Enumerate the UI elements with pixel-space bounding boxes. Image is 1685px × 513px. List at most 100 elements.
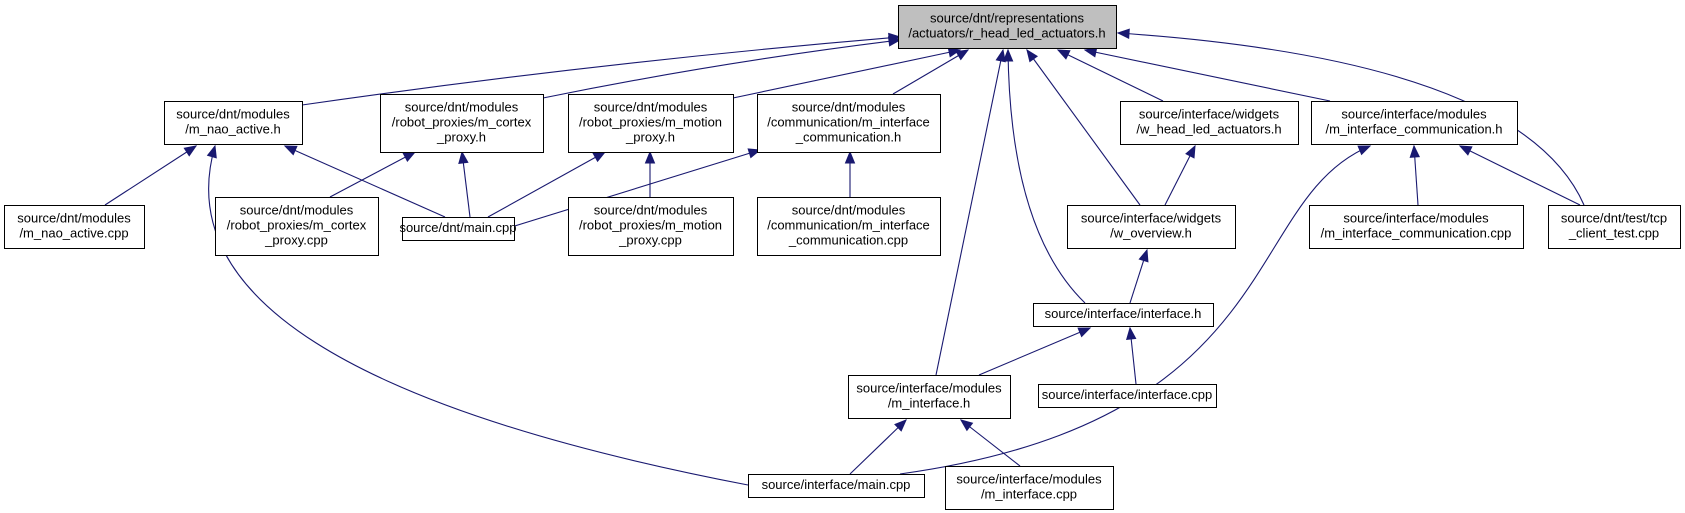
arrowhead-icon <box>1126 326 1137 340</box>
edge-line <box>301 36 901 106</box>
node-label-line: /w_overview.h <box>1110 226 1192 241</box>
edge-line <box>104 145 197 206</box>
node-cortex-h[interactable]: source/dnt/modules/robot_proxies/m_corte… <box>380 94 544 153</box>
node-label-line: source/dnt/modules <box>792 100 906 115</box>
node-box <box>898 5 1117 49</box>
edge-motion_cpp-to-motion_h <box>644 150 656 197</box>
node-nao-cpp[interactable]: source/dnt/modules/m_nao_active.cpp <box>4 205 145 249</box>
edge-minterface_cpp-to-minterface_h <box>959 419 1021 467</box>
arrowhead-icon <box>592 151 607 163</box>
node-box <box>1033 303 1214 327</box>
node-box <box>402 217 515 241</box>
edge-comm_h-to-root <box>892 49 970 95</box>
node-label-line: _proxy.cpp <box>264 233 328 248</box>
node-box <box>757 94 941 153</box>
node-label-line: /m_interface_communication.h <box>1325 122 1502 137</box>
arrowhead-icon <box>1138 248 1149 263</box>
node-label-line: _communication.h <box>795 130 902 145</box>
node-label-line: _proxy.h <box>625 130 675 145</box>
node-label-line: source/interface/modules <box>856 381 1002 396</box>
node-box <box>4 205 145 249</box>
edge-line <box>208 145 749 486</box>
node-label-line: source/interface/modules <box>1341 107 1487 122</box>
node-motion-cpp[interactable]: source/dnt/modules/robot_proxies/m_motio… <box>568 197 734 256</box>
node-comm-cpp[interactable]: source/dnt/modules/communication/m_inter… <box>757 197 941 256</box>
node-label-line: /actuators/r_head_led_actuators.h <box>908 26 1105 41</box>
arrowhead-icon <box>458 150 469 165</box>
edge-comm_cpp-to-comm_h <box>844 150 856 197</box>
node-label-line: _client_test.cpp <box>1568 226 1659 241</box>
node-label-line: /communication/m_interface <box>767 115 930 130</box>
arrowhead-icon <box>1002 48 1014 62</box>
node-box <box>568 94 734 153</box>
edge-line <box>978 327 1091 376</box>
edge-line <box>542 39 901 99</box>
arrowhead-icon <box>1077 327 1092 338</box>
edge-wled_h-to-root <box>1056 49 1164 102</box>
node-imain[interactable]: source/interface/main.cpp <box>748 474 925 498</box>
arrowhead-icon <box>1026 48 1039 63</box>
node-cortex-cpp[interactable]: source/dnt/modules/robot_proxies/m_corte… <box>215 197 379 256</box>
node-root[interactable]: source/dnt/representations/actuators/r_h… <box>898 5 1117 49</box>
edge-minterface_h-to-root <box>935 48 1006 376</box>
node-box <box>1120 101 1299 145</box>
edge-tcp_cpp-to-root <box>1116 28 1585 206</box>
node-woverview-h[interactable]: source/interface/widgets/w_overview.h <box>1067 205 1236 249</box>
node-label-line: /w_head_led_actuators.h <box>1136 122 1281 137</box>
node-icomm-cpp[interactable]: source/interface/modules/m_interface_com… <box>1309 205 1524 249</box>
node-label-line: source/interface/main.cpp <box>762 477 911 492</box>
node-label-line: /robot_proxies/m_cortex <box>227 218 367 233</box>
edge-line <box>1007 49 1086 304</box>
node-box <box>1038 384 1217 408</box>
node-minterface-cpp[interactable]: source/interface/modules/m_interface.cpp <box>945 466 1114 510</box>
edge-line <box>1084 49 1331 102</box>
node-label-line: source/interface/modules <box>1343 211 1489 226</box>
edge-motion_h-to-root <box>732 47 962 99</box>
node-box <box>164 101 303 145</box>
edge-nao_cpp-to-nao_h <box>104 145 198 206</box>
node-label-line: /communication/m_interface <box>767 218 930 233</box>
edge-line <box>1057 49 1164 102</box>
node-dnt-main[interactable]: source/dnt/main.cpp <box>399 217 517 241</box>
arrowhead-icon <box>1458 145 1473 156</box>
node-label-line: /m_interface_communication.cpp <box>1321 226 1512 241</box>
arrowhead-icon <box>955 49 970 61</box>
edge-line <box>960 419 1021 467</box>
node-label-line: _proxy.h <box>436 130 486 145</box>
node-wled-h[interactable]: source/interface/widgets/w_head_led_actu… <box>1120 101 1299 145</box>
edge-tcp_cpp-to-icomm_h <box>1458 145 1581 206</box>
node-label-line: _proxy.cpp <box>618 233 682 248</box>
node-label-line: source/dnt/modules <box>405 100 519 115</box>
node-motion-h[interactable]: source/dnt/modules/robot_proxies/m_motio… <box>568 94 734 153</box>
arrowhead-icon <box>1357 145 1372 156</box>
node-box <box>748 474 925 498</box>
arrowhead-icon <box>1083 47 1098 58</box>
edge-line <box>1459 145 1581 206</box>
node-label-line: /m_nao_active.cpp <box>19 226 128 241</box>
node-box <box>945 466 1114 510</box>
edge-line <box>849 419 907 475</box>
node-label-line: source/dnt/modules <box>176 107 290 122</box>
node-nao-h[interactable]: source/dnt/modules/m_nao_active.h <box>164 101 303 145</box>
node-minterface-h[interactable]: source/interface/modules/m_interface.h <box>848 375 1011 419</box>
node-label-line: source/interface/interface.cpp <box>1042 387 1213 402</box>
node-tcp-cpp[interactable]: source/dnt/test/tcp_client_test.cpp <box>1548 205 1681 249</box>
node-interface-cpp[interactable]: source/interface/interface.cpp <box>1038 384 1217 408</box>
arrowhead-icon <box>1185 144 1196 159</box>
node-label-line: source/dnt/modules <box>594 203 708 218</box>
edge-line <box>1026 49 1141 206</box>
edge-imain-to-minterface_h <box>849 419 907 475</box>
node-interface-h[interactable]: source/interface/interface.h <box>1033 303 1214 327</box>
node-label-line: source/dnt/modules <box>792 203 906 218</box>
edge-woverview_h-to-wled_h <box>1164 144 1196 206</box>
node-comm-h[interactable]: source/dnt/modules/communication/m_inter… <box>757 94 941 153</box>
node-icomm-h[interactable]: source/interface/modules/m_interface_com… <box>1311 101 1518 145</box>
node-label-line: /robot_proxies/m_cortex <box>392 115 532 130</box>
node-label-line: /robot_proxies/m_motion <box>579 115 722 130</box>
node-box <box>380 94 544 153</box>
edge-woverview_h-to-root <box>1026 48 1141 206</box>
edge-line <box>487 151 606 218</box>
arrowhead-icon <box>959 419 974 432</box>
node-box <box>215 197 379 256</box>
